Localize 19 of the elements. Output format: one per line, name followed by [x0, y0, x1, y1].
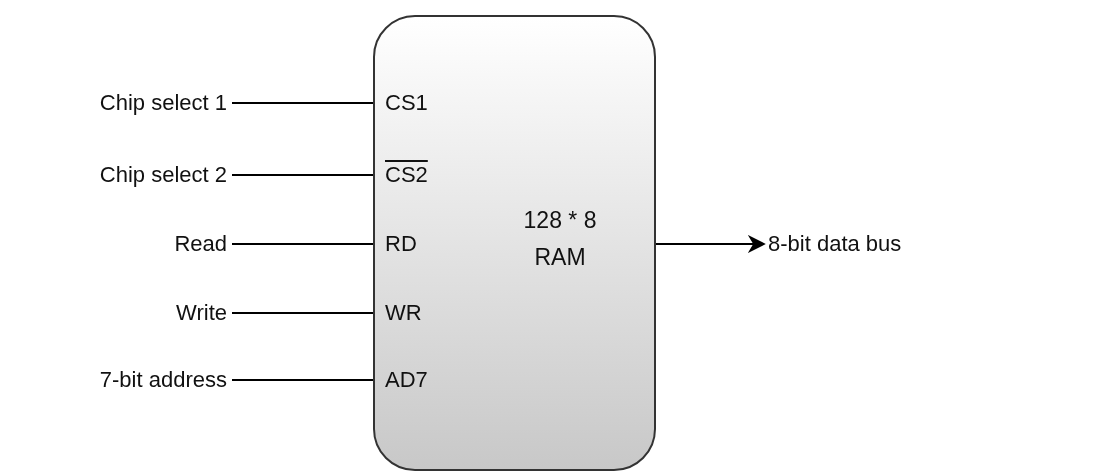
signal-line [231, 243, 374, 245]
signal-line [231, 379, 374, 381]
signal-label: 8-bit data bus [768, 231, 948, 257]
arrow [655, 235, 766, 253]
chip-label: 128 * 8 RAM [522, 206, 598, 272]
signal-label: 7-bit address [47, 367, 227, 393]
pin-label: WR [373, 300, 422, 326]
pin-label: CS2 [373, 162, 428, 188]
signal-label: Chip select 2 [47, 162, 227, 188]
signal-label: Read [47, 231, 227, 257]
pin-label: AD7 [373, 367, 428, 393]
ram-chip-box [373, 15, 656, 471]
signal-label: Chip select 1 [47, 90, 227, 116]
signal-label: Write [47, 300, 227, 326]
signal-line [231, 174, 374, 176]
signal-line [231, 312, 374, 314]
pin-label: CS1 [373, 90, 428, 116]
pin-label: RD [373, 231, 417, 257]
signal-line [231, 102, 374, 104]
